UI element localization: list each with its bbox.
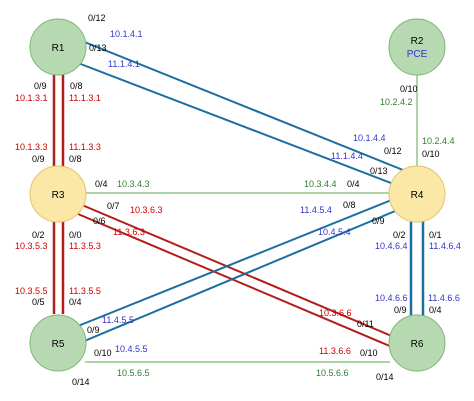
r6-address-11-3-6-6: 11.3.6.6 (319, 346, 351, 356)
r3-address-10-3-5-3: 10.3.5.3 (15, 241, 48, 251)
r1-address-10-1-3-1: 10.1.3.1 (15, 93, 48, 103)
r3-interface-0-4: 0/4 (95, 179, 108, 189)
r6-interface-0-4: 0/4 (429, 305, 442, 315)
r6-address-10-5-6-6: 10.5.6.6 (316, 368, 349, 378)
link-r4-r5 (77, 198, 401, 343)
r1-interface-0-8: 0/8 (70, 81, 83, 91)
router-r2-pce[interactable]: R2 PCE (388, 18, 446, 76)
link-r4-r5-line-b (81, 208, 401, 343)
r4-interface-0-4: 0/4 (347, 179, 360, 189)
router-r2-subtitle: PCE (407, 49, 428, 60)
r3-interface-0-7: 0/7 (107, 201, 120, 211)
router-r1[interactable]: R1 (29, 18, 87, 76)
r5-interface-0-14: 0/14 (72, 377, 90, 387)
r6-interface-0-9: 0/9 (394, 305, 407, 315)
r4-interface-0-12: 0/12 (384, 146, 402, 156)
r4-interface-0-8: 0/8 (343, 200, 356, 210)
r6-address-10-3-6-6: 10.3.6.6 (319, 308, 352, 318)
link-r3-r6-line-a (81, 204, 395, 338)
r6-address-10-4-6-6: 10.4.6.6 (375, 293, 408, 303)
r6-interface-0-10: 0/10 (360, 348, 378, 358)
r3-interface-0-9: 0/9 (32, 154, 45, 164)
r4-address-10-4-5-4: 10.4.5.4 (318, 227, 351, 237)
r3-address-10-1-3-3: 10.1.3.3 (15, 142, 48, 152)
link-r4-r5-line-a (77, 198, 395, 327)
r3-address-11-3-5-3: 11.3.5.3 (69, 241, 101, 251)
link-r3-r6 (77, 204, 395, 348)
r6-interface-0-14: 0/14 (376, 372, 394, 382)
router-r3-circle (29, 165, 87, 223)
router-r2-circle (388, 18, 446, 76)
r5-address-10-3-5-5: 10.3.5.5 (15, 286, 48, 296)
r3-interface-0-6: 0/6 (93, 216, 106, 226)
router-r6[interactable]: R6 (388, 314, 446, 372)
r4-address-10-3-4-4: 10.3.4.4 (304, 179, 337, 189)
r4-interface-0-2: 0/2 (393, 230, 406, 240)
r6-interface-0-11: 0/11 (357, 319, 374, 329)
router-r1-circle (29, 18, 87, 76)
r1-address-10-1-4-1: 10.1.4.1 (110, 29, 143, 39)
r5-interface-0-4: 0/4 (69, 297, 82, 307)
router-r6-circle (388, 314, 446, 372)
r1-interface-0-9: 0/9 (34, 81, 47, 91)
router-r5-circle (29, 314, 87, 372)
link-r3-r6-line-b (77, 213, 393, 348)
router-r4-circle (388, 165, 446, 223)
r1-address-11-1-3-1: 11.1.3.1 (69, 93, 101, 103)
r5-address-10-4-5-5: 10.4.5.5 (115, 344, 148, 354)
router-r5[interactable]: R5 (29, 314, 87, 372)
r1-interface-0-13: 0/13 (89, 43, 107, 53)
r5-address-11-4-5-5: 11.4.5.5 (102, 315, 134, 325)
r3-address-10-3-4-3: 10.3.4.3 (117, 179, 150, 189)
r4-address-11-4-6-4: 11.4.6.4 (429, 241, 461, 251)
link-r1-r4-line-b (77, 62, 405, 189)
r4-interface-0-10: 0/10 (422, 149, 440, 159)
link-r3-r5 (52, 218, 65, 314)
r3-address-11-1-3-3: 11.1.3.3 (69, 142, 101, 152)
router-r5-name: R5 (52, 339, 65, 350)
link-r1-r3 (52, 72, 65, 170)
r3-address-11-3-6-3: 11.3.6.3 (113, 227, 145, 237)
link-r1-r4-line-a (81, 40, 409, 173)
r2-interface-0-10: 0/10 (400, 84, 418, 94)
r4-interface-0-9: 0/9 (372, 216, 385, 226)
r5-address-11-3-5-5: 11.3.5.5 (69, 286, 101, 296)
router-r6-name: R6 (411, 339, 424, 350)
router-r4[interactable]: R4 (388, 165, 446, 223)
r3-interface-0-2: 0/2 (32, 230, 45, 240)
r1-address-11-1-4-1: 11.1.4.1 (108, 59, 140, 69)
link-r4-r6 (409, 218, 425, 318)
r4-address-10-1-4-4: 10.1.4.4 (353, 133, 386, 143)
r6-address-11-4-6-6: 11.4.6.6 (428, 293, 460, 303)
r4-interface-0-1: 0/1 (429, 230, 442, 240)
r5-interface-0-5: 0/5 (32, 297, 45, 307)
link-r1-r4 (77, 40, 409, 189)
router-r1-name: R1 (52, 43, 65, 54)
r1-interface-0-12: 0/12 (88, 13, 106, 23)
r3-interface-0-0: 0/0 (69, 230, 82, 240)
r3-address-10-3-6-3: 10.3.6.3 (130, 205, 163, 215)
r5-interface-0-9: 0/9 (87, 325, 100, 335)
router-r3-name: R3 (52, 190, 65, 201)
router-r2-name: R2 (411, 36, 424, 47)
r4-address-11-4-5-4: 11.4.5.4 (300, 205, 332, 215)
r4-address-10-4-6-4: 10.4.6.4 (375, 241, 408, 251)
r5-address-10-5-6-5: 10.5.6.5 (117, 368, 150, 378)
r4-address-10-2-4-4: 10.2.4.4 (422, 136, 455, 146)
r4-address-11-1-4-4: 11.1.4.4 (331, 151, 363, 161)
r3-interface-0-8: 0/8 (69, 154, 82, 164)
r2-address-10-2-4-2: 10.2.4.2 (380, 97, 413, 107)
router-r3[interactable]: R3 (29, 165, 87, 223)
r5-interface-0-10: 0/10 (94, 348, 112, 358)
router-r4-name: R4 (411, 190, 424, 201)
r4-interface-0-13: 0/13 (370, 166, 388, 176)
